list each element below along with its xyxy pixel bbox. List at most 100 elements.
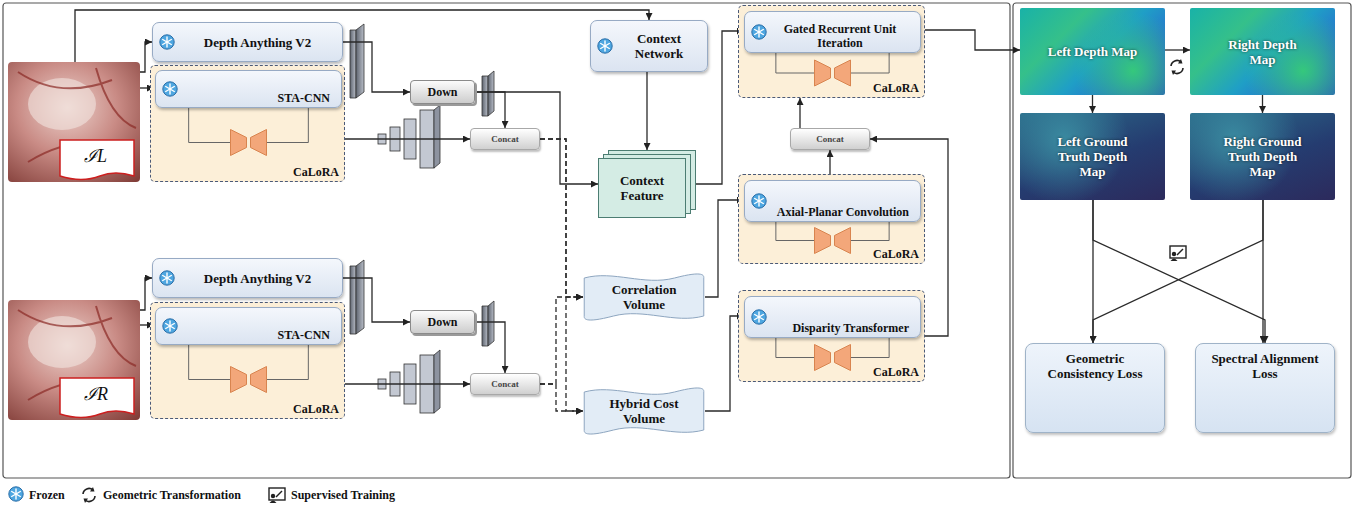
adapter-bracket [189, 108, 309, 143]
frozen-icon-part-part [601, 41, 610, 51]
feature-slab-part [488, 71, 494, 116]
frozen-icon-part-part [755, 27, 764, 37]
lora-bowtie [835, 60, 851, 86]
lora-bowtie [815, 60, 831, 86]
endoscopic-image-part [8, 62, 140, 182]
legend-text: Geometric Transformation [103, 488, 241, 502]
node-text: Spectral Alignment Loss [1202, 351, 1328, 381]
node-text: Concat [491, 134, 519, 144]
node-text: Gated Recurrent Unit Iteration [771, 22, 909, 50]
feature-pyramid [378, 105, 440, 413]
legend-icon-part-part-part [12, 492, 21, 497]
text-wrap: Axial-Planar Convolution [751, 205, 915, 219]
input-label: ℐR [84, 384, 108, 404]
connector [540, 139, 583, 297]
frozen-icon-part [751, 24, 767, 40]
calora-node: CaLoRA STA-CNN [150, 65, 345, 182]
frozen-icon-part-part [160, 35, 174, 49]
frozen-icon-part [162, 81, 178, 97]
supervised-training-icon-part [1172, 252, 1176, 256]
geometric-transformation-icon [1171, 59, 1183, 75]
supervised-training-icon-part [1171, 259, 1178, 262]
loss-node: Geometric Consistency Loss [1025, 343, 1165, 433]
text-wrap: Context Network [591, 21, 707, 71]
lora-bowtie [815, 345, 831, 371]
ctxfeat-node: Context Feature [598, 150, 696, 218]
concat-node: Concat [470, 128, 540, 150]
connector [1092, 95, 1093, 113]
node-text: CaLoRA [873, 365, 919, 379]
down-node: Down [410, 310, 475, 334]
node-text: Geometric Consistency Loss [1032, 351, 1158, 381]
text-wrap: Concat [791, 129, 869, 149]
frozen-icon-part-part-part [601, 44, 610, 49]
frozen-node: STA-CNN [155, 70, 342, 108]
connector [343, 278, 410, 322]
legend-item: Frozen [8, 486, 65, 504]
node-text: Down [427, 85, 457, 100]
frozen-icon-part-part-part [601, 44, 610, 49]
frozen-icon-part-part [755, 196, 764, 206]
frozen-icon-part-part [160, 271, 174, 285]
feature-slab-part [356, 260, 364, 334]
depth-node: Left Depth Map [1020, 8, 1165, 95]
frozen-icon [597, 38, 613, 54]
frozen-icon-part-part-part [755, 30, 764, 35]
endoscopic-image-part [28, 316, 96, 368]
geometric-transformation-icon-part [1172, 71, 1177, 76]
node-text: Down [427, 315, 457, 330]
frozen-icon-part-part [598, 39, 612, 53]
legend-icon-part-part-part [12, 492, 21, 497]
frozen-icon-part-part [166, 84, 175, 94]
text-wrap: Depth Anything V2 [153, 23, 342, 61]
frozen-icon-part-part-part [755, 315, 764, 320]
text-wrap: CaLoRA [293, 165, 339, 179]
lora-bowtie [835, 228, 851, 254]
frozen-icon [162, 318, 178, 334]
concat-node: Concat [790, 128, 870, 150]
feature-slab-part [488, 301, 494, 346]
legend-text: Frozen [29, 488, 65, 502]
feature-pyramid-part [434, 105, 440, 168]
text-wrap: Disparity Transformer [766, 321, 915, 335]
node-text: Concat [491, 379, 519, 389]
adapter-bracket [776, 53, 889, 73]
node-text: Depth Anything V2 [204, 271, 311, 286]
frozen-icon-part-part-part [163, 276, 172, 281]
frozen-icon [751, 309, 767, 325]
frozen-icon-part-part-part [166, 324, 175, 329]
text-wrap: STA-CNN [252, 328, 336, 342]
feature-slab-part [350, 266, 356, 334]
legend-icon-part [268, 486, 286, 504]
text-wrap: Hybrid Cost Volume [583, 386, 705, 436]
text-wrap: Depth Anything V2 [153, 259, 342, 297]
node-text: Correlation Volume [591, 282, 697, 312]
adapter-bracket [776, 222, 889, 241]
lora-bowtie [815, 228, 831, 254]
node-text: CaLoRA [293, 402, 339, 416]
panel-frame-part [3, 3, 1010, 478]
panel-frame [3, 3, 1351, 478]
node-text: CaLoRA [873, 247, 919, 261]
node-text: CaLoRA [293, 165, 339, 179]
connector [475, 92, 505, 128]
node-text: Axial-Planar Convolution [777, 205, 909, 219]
frozen-icon-part-part [163, 37, 172, 47]
geometric-transformation-icon-part [1178, 59, 1183, 64]
frozen-icon-part-part [163, 273, 172, 283]
text-wrap: STA-CNN [252, 91, 336, 105]
frozen-icon-part [159, 270, 175, 286]
node-text: Disparity Transformer [792, 321, 909, 335]
text-wrap: Right Depth Map [1190, 8, 1335, 95]
connector [1165, 49, 1190, 50]
frozen-node: STA-CNN [155, 307, 342, 345]
frozen-icon-part-part [752, 25, 766, 39]
endoscopic-image-part [60, 378, 134, 418]
calora-node: CaLoRAGated Recurrent Unit Iteration [738, 5, 925, 98]
text-wrap: Left Depth Map [1020, 8, 1165, 95]
legend-icon [8, 486, 24, 504]
text-wrap: Correlation Volume [583, 272, 705, 322]
connector [799, 98, 800, 128]
adapter-bracket [776, 338, 889, 358]
concat-node: Concat [470, 373, 540, 395]
